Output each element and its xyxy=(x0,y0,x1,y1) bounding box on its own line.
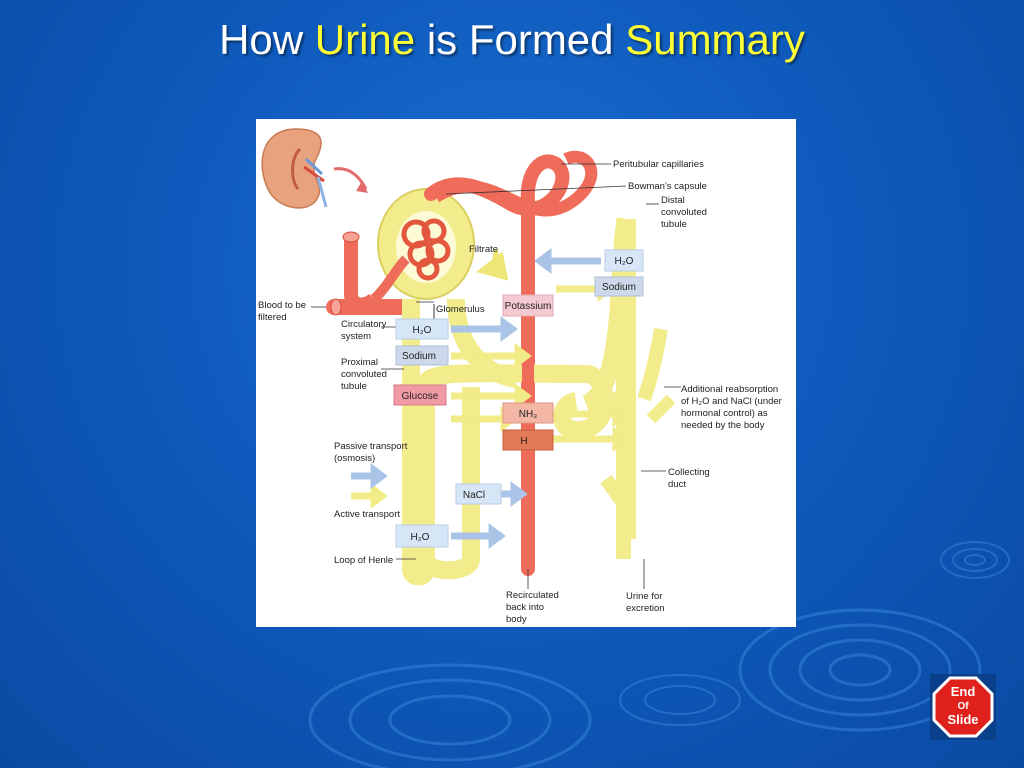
title-part-how: How xyxy=(219,16,315,63)
end-line-3: Slide xyxy=(947,712,978,727)
box-sodium-distal: Sodium xyxy=(602,282,636,293)
label-additional-2: of H₂O and NaCl (under xyxy=(681,396,782,407)
label-circ-1: Circulatory xyxy=(341,319,387,330)
label-prox-1: Proximal xyxy=(341,357,378,368)
label-additional-1: Additional reabsorption xyxy=(681,384,778,395)
label-active-transport: Active transport xyxy=(334,509,400,520)
label-collecting-1: Collecting xyxy=(668,467,710,478)
slide-title: How Urine is Formed Summary xyxy=(0,14,1024,66)
label-glomerulus: Glomerulus xyxy=(436,304,485,315)
label-blood-1: Blood to be xyxy=(258,300,306,311)
label-blood-2: filtered xyxy=(258,312,287,323)
title-part-formed: is Formed xyxy=(415,16,626,63)
label-urine-1: Urine for xyxy=(626,591,662,602)
label-recirc-3: body xyxy=(506,614,527,625)
box-glucose: Glucose xyxy=(402,391,439,402)
box-nacl: NaCl xyxy=(463,490,485,501)
end-of-slide-button[interactable]: End Of Slide xyxy=(930,674,996,740)
label-urine-2: excretion xyxy=(626,603,665,614)
label-collecting-2: duct xyxy=(668,479,686,490)
kidney-thumbnail xyxy=(261,128,368,209)
box-h2o-proximal: H₂O xyxy=(413,325,432,336)
label-bowmans-capsule: Bowman's capsule xyxy=(628,181,707,192)
label-passive-1: Passive transport xyxy=(334,441,408,452)
label-loop-of-henle: Loop of Henle xyxy=(334,555,393,566)
label-recirc-2: back into xyxy=(506,602,544,613)
end-line-1: End xyxy=(951,684,976,699)
label-prox-2: convoluted xyxy=(341,369,387,380)
label-distal-3: tubule xyxy=(661,219,687,230)
box-h2o-loop: H₂O xyxy=(411,532,430,543)
label-filtrate: Filtrate xyxy=(469,244,498,255)
nephron-illustration: H₂O Sodium Potassium H₂O Sodium Glucose … xyxy=(258,128,782,625)
box-h2o-distal: H₂O xyxy=(615,256,634,267)
end-line-2: Of xyxy=(957,701,969,712)
box-potassium: Potassium xyxy=(505,301,552,312)
label-distal-2: convoluted xyxy=(661,207,707,218)
label-peritubular-capillaries: Peritubular capillaries xyxy=(613,159,704,170)
label-prox-3: tubule xyxy=(341,381,367,392)
label-additional-3: hormonal control) as xyxy=(681,408,768,419)
label-recirc-1: Recirculated xyxy=(506,590,559,601)
title-part-urine: Urine xyxy=(314,16,416,63)
label-distal-1: Distal xyxy=(661,195,685,206)
nephron-diagram: H₂O Sodium Potassium H₂O Sodium Glucose … xyxy=(256,119,796,627)
label-circ-2: system xyxy=(341,331,371,342)
label-passive-2: (osmosis) xyxy=(334,453,375,464)
title-part-summary: Summary xyxy=(625,16,805,63)
box-sodium-proximal: Sodium xyxy=(402,351,436,362)
label-additional-4: needed by the body xyxy=(681,420,765,431)
box-h: H xyxy=(520,436,527,447)
box-nh3: NH₃ xyxy=(519,409,538,420)
stop-sign-icon: End Of Slide xyxy=(932,676,994,738)
